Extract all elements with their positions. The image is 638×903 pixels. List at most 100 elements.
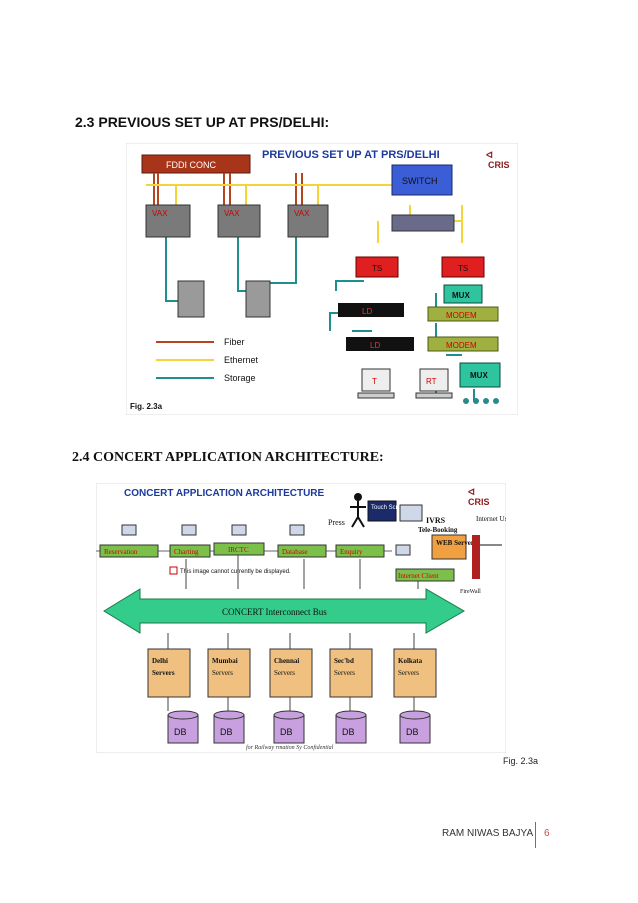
svg-text:WEB Server: WEB Server <box>436 539 474 547</box>
fddi-label: FDDI CONC <box>166 160 216 170</box>
storage-unit-1 <box>177 280 205 318</box>
broken-image-icon <box>169 566 178 575</box>
svg-text:TS: TS <box>458 264 468 273</box>
page-number: 6 <box>544 828 550 839</box>
svg-text:Servers: Servers <box>398 669 419 677</box>
svg-text:MUX: MUX <box>452 291 470 300</box>
switch-box <box>391 164 453 196</box>
touch-screen-box <box>367 500 397 522</box>
svg-text:IRCTC: IRCTC <box>228 546 249 554</box>
svg-text:Charting: Charting <box>174 548 199 556</box>
app-irctc: IRCTC <box>213 542 265 556</box>
footer-separator <box>535 822 536 848</box>
svg-text:Delhi: Delhi <box>152 657 168 665</box>
svg-text:Internet Client: Internet Client <box>398 572 439 580</box>
touch-screen-label: Touch Screen <box>371 505 408 511</box>
fig1-logo-text: CRIS <box>488 160 510 170</box>
broken-image-text: This image cannot currently be displayed… <box>180 569 291 575</box>
svg-text:DB: DB <box>280 727 293 737</box>
fig2-title: CONCERT APPLICATION ARCHITECTURE <box>124 488 325 499</box>
terminal-rt-icon: RT <box>415 368 453 399</box>
svg-text:TS: TS <box>372 264 382 273</box>
app-charting: Charting <box>169 544 211 558</box>
svg-text:Sec'bd: Sec'bd <box>334 657 354 665</box>
svg-text:VAX: VAX <box>224 209 240 218</box>
svg-text:Reservation: Reservation <box>104 548 138 556</box>
ts-box-1 <box>355 256 399 278</box>
svg-text:MODEM: MODEM <box>446 341 477 350</box>
legend: Fiber Ethernet Storage <box>156 337 259 383</box>
section-heading-prs: 2.3 PREVIOUS SET UP AT PRS/DELHI: <box>75 114 330 130</box>
svg-text:RT: RT <box>426 377 437 386</box>
app-enquiry: Enquiry <box>335 544 385 558</box>
vax-2: VAX <box>217 204 261 238</box>
section-heading-concert: 2.4 CONCERT APPLICATION ARCHITECTURE: <box>72 450 384 465</box>
web-server-box <box>431 534 467 560</box>
legend-ethernet: Ethernet <box>224 355 259 365</box>
svg-text:Mumbai: Mumbai <box>212 657 238 665</box>
legend-fiber: Fiber <box>224 337 245 347</box>
footer-author: RAM NIWAS BAJYA <box>442 828 534 839</box>
fig2-logo-text: CRIS <box>468 497 490 507</box>
app-reservation: Reservation <box>99 544 159 558</box>
svg-text:Servers: Servers <box>212 669 233 677</box>
modem-box-2 <box>427 336 499 352</box>
person-icon <box>350 493 366 528</box>
svg-text:DB: DB <box>220 727 233 737</box>
svg-text:MUX: MUX <box>470 371 488 380</box>
svg-text:Servers: Servers <box>274 669 295 677</box>
fig2-footer-note: for Railway rmation Sy Confidential <box>246 744 334 751</box>
tele-booking-label: Tele-Booking <box>418 526 458 534</box>
svg-text:Enquiry: Enquiry <box>340 548 363 556</box>
vax-1: VAX <box>145 204 191 238</box>
router-box <box>391 214 455 232</box>
firewall-label: FireWall <box>460 589 481 595</box>
phone-icon <box>399 504 423 522</box>
svg-text:Database: Database <box>282 548 308 556</box>
svg-text:Chennai: Chennai <box>274 657 299 665</box>
ivrs-label: IVRS <box>426 516 446 525</box>
ld-box-1 <box>338 303 404 317</box>
interconnect-bus <box>103 588 465 634</box>
fig2-caption: Fig. 2.3a <box>503 756 539 766</box>
bus-label: CONCERT Interconnect Bus <box>222 607 327 617</box>
cris-logo-icon: ᐊ <box>486 150 493 160</box>
internet-users-label: Internet Users <box>476 515 506 523</box>
prs-setup-diagram: PREVIOUS SET UP AT PRS/DELHI ᐊ CRIS FDDI… <box>126 143 518 415</box>
app-database: Database <box>277 544 327 558</box>
fig1-caption: Fig. 2.3a <box>130 402 163 411</box>
ts-box-2 <box>441 256 485 278</box>
svg-text:VAX: VAX <box>152 209 168 218</box>
mux-box-2 <box>459 362 501 388</box>
svg-text:DB: DB <box>342 727 355 737</box>
svg-text:DB: DB <box>406 727 419 737</box>
svg-text:MODEM: MODEM <box>446 311 477 320</box>
modem-box-1 <box>427 306 499 322</box>
svg-text:LD: LD <box>362 307 372 316</box>
svg-text:T: T <box>372 377 377 386</box>
svg-text:VAX: VAX <box>294 209 310 218</box>
fig1-title: PREVIOUS SET UP AT PRS/DELHI <box>262 149 440 161</box>
svg-text:Servers: Servers <box>334 669 355 677</box>
storage-unit-2 <box>245 280 271 318</box>
fddi-conc-box <box>141 154 251 174</box>
svg-text:Servers: Servers <box>152 669 175 677</box>
db-cylinders <box>167 710 431 744</box>
cris-logo-icon: ᐊ <box>468 487 475 497</box>
concert-architecture-diagram: CONCERT APPLICATION ARCHITECTURE ᐊ CRIS … <box>96 483 506 753</box>
ld-box-2 <box>346 337 414 351</box>
switch-label: SWITCH <box>402 176 438 186</box>
svg-text:DB: DB <box>174 727 187 737</box>
terminal-t-icon: T <box>357 368 395 399</box>
press-label: Press <box>328 518 345 527</box>
mux-box-1 <box>443 284 483 304</box>
legend-storage: Storage <box>224 373 256 383</box>
svg-text:Kolkata: Kolkata <box>398 657 423 665</box>
internet-client-box <box>395 568 455 582</box>
svg-text:LD: LD <box>370 341 380 350</box>
